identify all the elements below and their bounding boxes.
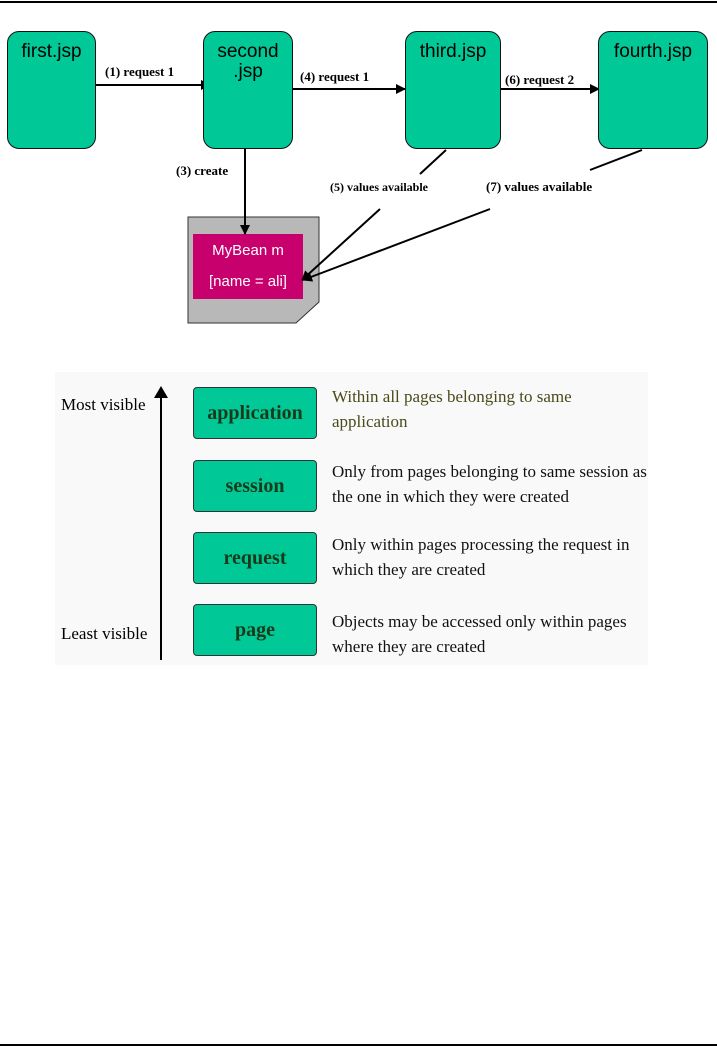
scope-desc-page: Objects may be accessed only within page…: [332, 612, 627, 656]
scope-box-request: request: [193, 532, 317, 584]
arrow-values-5b: [301, 208, 381, 281]
bottom-rule: [0, 1044, 717, 1046]
bean-rect: [193, 234, 303, 299]
node-first-jsp: first.jsp: [7, 31, 96, 149]
label-values-7: (7) values available: [486, 179, 593, 194]
node-third-jsp: third.jsp: [405, 31, 501, 149]
scope-box-session: session: [193, 460, 317, 512]
label-request-6: (6) request 2: [505, 72, 575, 87]
scope-box-page: page: [193, 604, 317, 656]
node-second-jsp: second .jsp: [203, 31, 293, 149]
label-request-1: (1) request 1: [105, 64, 175, 79]
axis-label-least-visible: Least visible: [61, 624, 148, 643]
node-fourth-jsp: fourth.jsp: [598, 31, 708, 149]
label-request-4: (4) request 1: [300, 69, 370, 84]
bean-name: MyBean m: [212, 242, 284, 259]
top-rule: [0, 1, 717, 3]
jsp-flow-diagram: first.jsp second .jsp third.jsp fourth.j…: [0, 0, 717, 340]
scope-desc-request: Only within pages processing the request…: [332, 535, 630, 579]
scope-panel-background: [55, 372, 648, 665]
bean-state: [name = ali]: [209, 273, 287, 290]
flow-connectors: [96, 80, 643, 324]
scope-desc-session: Only from pages belonging to same sessio…: [332, 462, 647, 506]
arrow-values-5: [419, 149, 447, 175]
arrow-values-7b: [302, 208, 491, 282]
label-values-5: (5) values available: [330, 180, 428, 194]
label-create: (3) create: [176, 163, 229, 178]
scope-desc-application: Within all pages belonging to same appli…: [332, 387, 572, 431]
scope-box-application: application: [193, 387, 317, 439]
axis-label-most-visible: Most visible: [61, 395, 146, 414]
arrow-values-7: [589, 149, 643, 171]
